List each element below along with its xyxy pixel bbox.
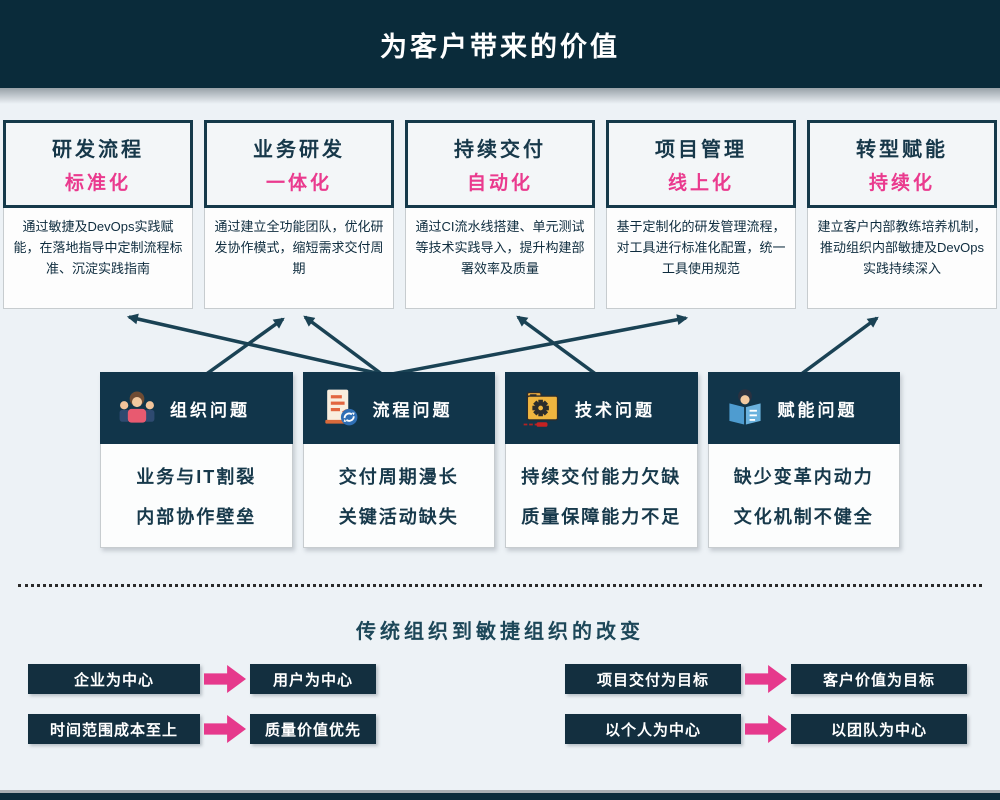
problem-box-header: 组织问题 <box>100 372 293 444</box>
pink-arrow-icon <box>745 665 787 693</box>
problem-line: 关键活动缺失 <box>338 506 459 527</box>
value-box-business-rd: 业务研发 一体化 通过建立全功能团队，优化研发协作模式，缩短需求交付周期 <box>204 120 394 309</box>
value-box-title: 业务研发 <box>253 139 345 161</box>
problem-box-label: 技术问题 <box>575 400 655 420</box>
value-boxes-row: 研发流程 标准化 通过敏捷及DevOps实践赋能，在落地指导中定制流程标准、沉淀… <box>0 120 1000 309</box>
page-title: 为客户带来的价值 <box>380 31 620 62</box>
arrow-enablement-to-transformation <box>798 316 879 376</box>
transition-pair: 时间范围成本至上 质量价值优先 <box>28 714 376 744</box>
person-book-icon <box>722 382 768 434</box>
transition-from: 项目交付为目标 <box>565 664 741 694</box>
transition-title: 传统组织到敏捷组织的改变 <box>356 621 644 643</box>
problem-box-header: 赋能问题 <box>707 372 900 444</box>
pink-arrow-icon <box>204 715 246 743</box>
problem-box-enablement: 赋能问题 缺少变革内动力 文化机制不健全 <box>707 372 900 548</box>
problem-box-body: 交付周期漫长 关键活动缺失 <box>302 444 495 548</box>
connector-arrows <box>126 313 879 376</box>
value-box-subtitle: 一体化 <box>265 173 332 194</box>
problem-line: 持续交付能力欠缺 <box>521 466 682 487</box>
problem-box-body: 业务与IT割裂 内部协作壁垒 <box>100 444 293 548</box>
value-box-continuous-delivery: 持续交付 自动化 通过CI流水线搭建、单元测试等技术实践导入，提升构建部署效率及… <box>405 120 595 309</box>
value-box-subtitle: 标准化 <box>64 173 131 194</box>
people-group-icon <box>114 382 160 434</box>
problem-box-body: 持续交付能力欠缺 质量保障能力不足 <box>505 444 698 548</box>
value-box-title-panel: 研发流程 标准化 <box>3 120 193 208</box>
value-box-description: 通过CI流水线搭建、单元测试等技术实践导入，提升构建部署效率及质量 <box>405 208 595 309</box>
transition-to: 客户价值为目标 <box>791 664 967 694</box>
pink-arrow-icon <box>204 665 246 693</box>
transition-to: 质量价值优先 <box>250 714 376 744</box>
problem-box-header: 流程问题 <box>302 372 495 444</box>
problem-line: 质量保障能力不足 <box>521 506 682 527</box>
transition-to: 以团队为中心 <box>791 714 967 744</box>
problem-box-label: 流程问题 <box>372 400 453 420</box>
transition-to: 用户为中心 <box>250 664 376 694</box>
value-box-transformation: 转型赋能 持续化 建立客户内部教练培养机制，推动组织内部敏捷及DevOps实践持… <box>807 120 997 309</box>
pink-arrow-icon <box>745 715 787 743</box>
value-box-title-panel: 业务研发 一体化 <box>204 120 394 208</box>
problem-boxes-row: 组织问题 业务与IT割裂 内部协作壁垒 <box>0 372 1000 548</box>
value-box-description: 建立客户内部教练培养机制，推动组织内部敏捷及DevOps实践持续深入 <box>807 208 997 309</box>
problem-line: 业务与IT割裂 <box>136 466 257 487</box>
value-box-title: 项目管理 <box>655 139 747 161</box>
transition-from: 时间范围成本至上 <box>28 714 200 744</box>
problem-line: 文化机制不健全 <box>733 506 874 527</box>
transition-from: 以个人为中心 <box>565 714 741 744</box>
transition-pair: 以个人为中心 以团队为中心 <box>565 714 967 744</box>
value-box-title: 转型赋能 <box>856 139 948 161</box>
folder-gear-icon <box>519 382 565 434</box>
transition-from: 企业为中心 <box>28 664 200 694</box>
problem-box-technology: 技术问题 持续交付能力欠缺 质量保障能力不足 <box>505 372 698 548</box>
problem-line: 缺少变革内动力 <box>733 466 874 487</box>
arrow-tech-to-continuous-delivery <box>516 315 599 376</box>
value-box-description: 基于定制化的研发管理流程，对工具进行标准化配置，统一工具使用规范 <box>606 208 796 309</box>
problem-line: 内部协作壁垒 <box>136 506 257 527</box>
problem-box-organization: 组织问题 业务与IT割裂 内部协作壁垒 <box>100 372 293 548</box>
value-box-subtitle: 自动化 <box>466 173 533 194</box>
value-box-title: 研发流程 <box>52 139 144 161</box>
arrow-process-to-rd-process <box>126 313 386 376</box>
value-box-title-panel: 项目管理 线上化 <box>606 120 796 208</box>
arrow-process-to-project-management <box>386 314 689 376</box>
problem-box-body: 缺少变革内动力 文化机制不健全 <box>707 444 900 548</box>
transition-pair: 企业为中心 用户为中心 <box>28 664 376 694</box>
value-box-title-panel: 持续交付 自动化 <box>405 120 595 208</box>
dotted-divider <box>18 584 982 587</box>
problem-box-process: 流程问题 交付周期漫长 关键活动缺失 <box>302 372 495 548</box>
footer-bar <box>0 790 1000 800</box>
problem-box-label: 赋能问题 <box>777 400 858 420</box>
value-box-description: 通过敏捷及DevOps实践赋能，在落地指导中定制流程标准、沉淀实践指南 <box>3 208 193 309</box>
value-box-subtitle: 线上化 <box>667 173 734 194</box>
problem-line: 交付周期漫长 <box>338 466 459 487</box>
header-bar: 为客户带来的价值 <box>0 0 1000 104</box>
problem-box-label: 组织问题 <box>170 400 250 420</box>
value-box-subtitle: 持续化 <box>868 173 935 194</box>
transition-pair: 项目交付为目标 客户价值为目标 <box>565 664 967 694</box>
document-process-icon <box>317 382 363 434</box>
value-box-description: 通过建立全功能团队，优化研发协作模式，缩短需求交付周期 <box>204 208 394 309</box>
value-box-rd-process: 研发流程 标准化 通过敏捷及DevOps实践赋能，在落地指导中定制流程标准、沉淀… <box>3 120 193 309</box>
problem-box-header: 技术问题 <box>505 372 698 444</box>
value-box-title: 持续交付 <box>454 139 546 161</box>
arrow-org-to-business-rd <box>203 317 285 376</box>
value-box-project-management: 项目管理 线上化 基于定制化的研发管理流程，对工具进行标准化配置，统一工具使用规… <box>606 120 796 309</box>
value-box-title-panel: 转型赋能 持续化 <box>807 120 997 208</box>
arrow-process-to-business-rd <box>303 315 385 376</box>
